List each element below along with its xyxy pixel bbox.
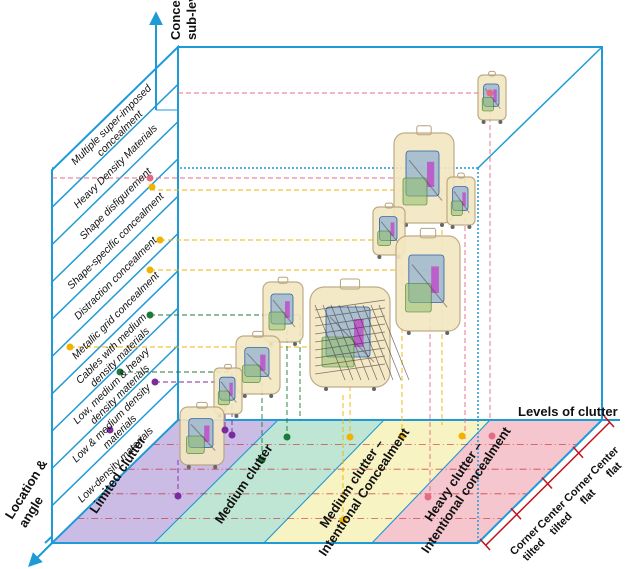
marker-dot [66, 343, 74, 351]
location-angle-label: Cornerflat [562, 470, 606, 514]
xray-bag-thumbnail [395, 227, 461, 335]
metallic-grid [314, 299, 410, 381]
marker-dot [258, 456, 266, 464]
marker-dot [424, 493, 432, 501]
xray-bag-thumbnail [477, 70, 507, 124]
level-divider [51, 195, 179, 320]
level-divider [51, 382, 179, 507]
level-divider [51, 307, 179, 432]
xray-bag-thumbnail [446, 172, 476, 229]
marker-dot [228, 431, 236, 439]
marker-dot [146, 174, 154, 182]
xray-bag-thumbnail [235, 330, 281, 398]
marker-dot [106, 426, 114, 434]
horizontal-axis-label: Levels of clutter [518, 404, 618, 419]
marker-dot [346, 433, 354, 441]
level-divider [51, 158, 179, 283]
vertical-axis-label: Concealment sub-levels [168, 0, 199, 40]
marker-dot [488, 432, 496, 440]
bracket-tick [479, 538, 491, 551]
marker-dot [486, 89, 494, 97]
marker-dot [146, 311, 154, 319]
left-wall [51, 44, 179, 546]
xray-bag-thumbnail [179, 401, 225, 469]
bracket-tick [603, 415, 615, 428]
vertical-axis [149, 11, 178, 111]
level-divider [51, 270, 179, 395]
marker-dot [339, 516, 347, 524]
level-divider [51, 121, 179, 246]
xray-bag-thumbnail [213, 363, 243, 418]
level-divider [51, 232, 179, 358]
marker-dot [116, 368, 124, 376]
marker-dot [156, 236, 164, 244]
marker-dot [174, 492, 182, 500]
bracket-tick [541, 476, 553, 490]
level-divider [51, 344, 179, 469]
bracket-tick [510, 507, 522, 520]
marker-dot [221, 426, 229, 434]
floor-outline [28, 542, 478, 567]
guide-line [477, 46, 603, 169]
bracket-tick [572, 446, 584, 459]
marker-dot [458, 432, 466, 440]
xray-bag-thumbnail [309, 278, 391, 391]
xray-bag-thumbnail [262, 276, 304, 346]
marker-dot [283, 433, 291, 441]
marker-dot [148, 183, 156, 191]
marker-dot [151, 378, 159, 386]
marker-dot [398, 432, 406, 440]
marker-dot [146, 266, 154, 274]
location-angle-label: Centertilted [535, 498, 578, 541]
